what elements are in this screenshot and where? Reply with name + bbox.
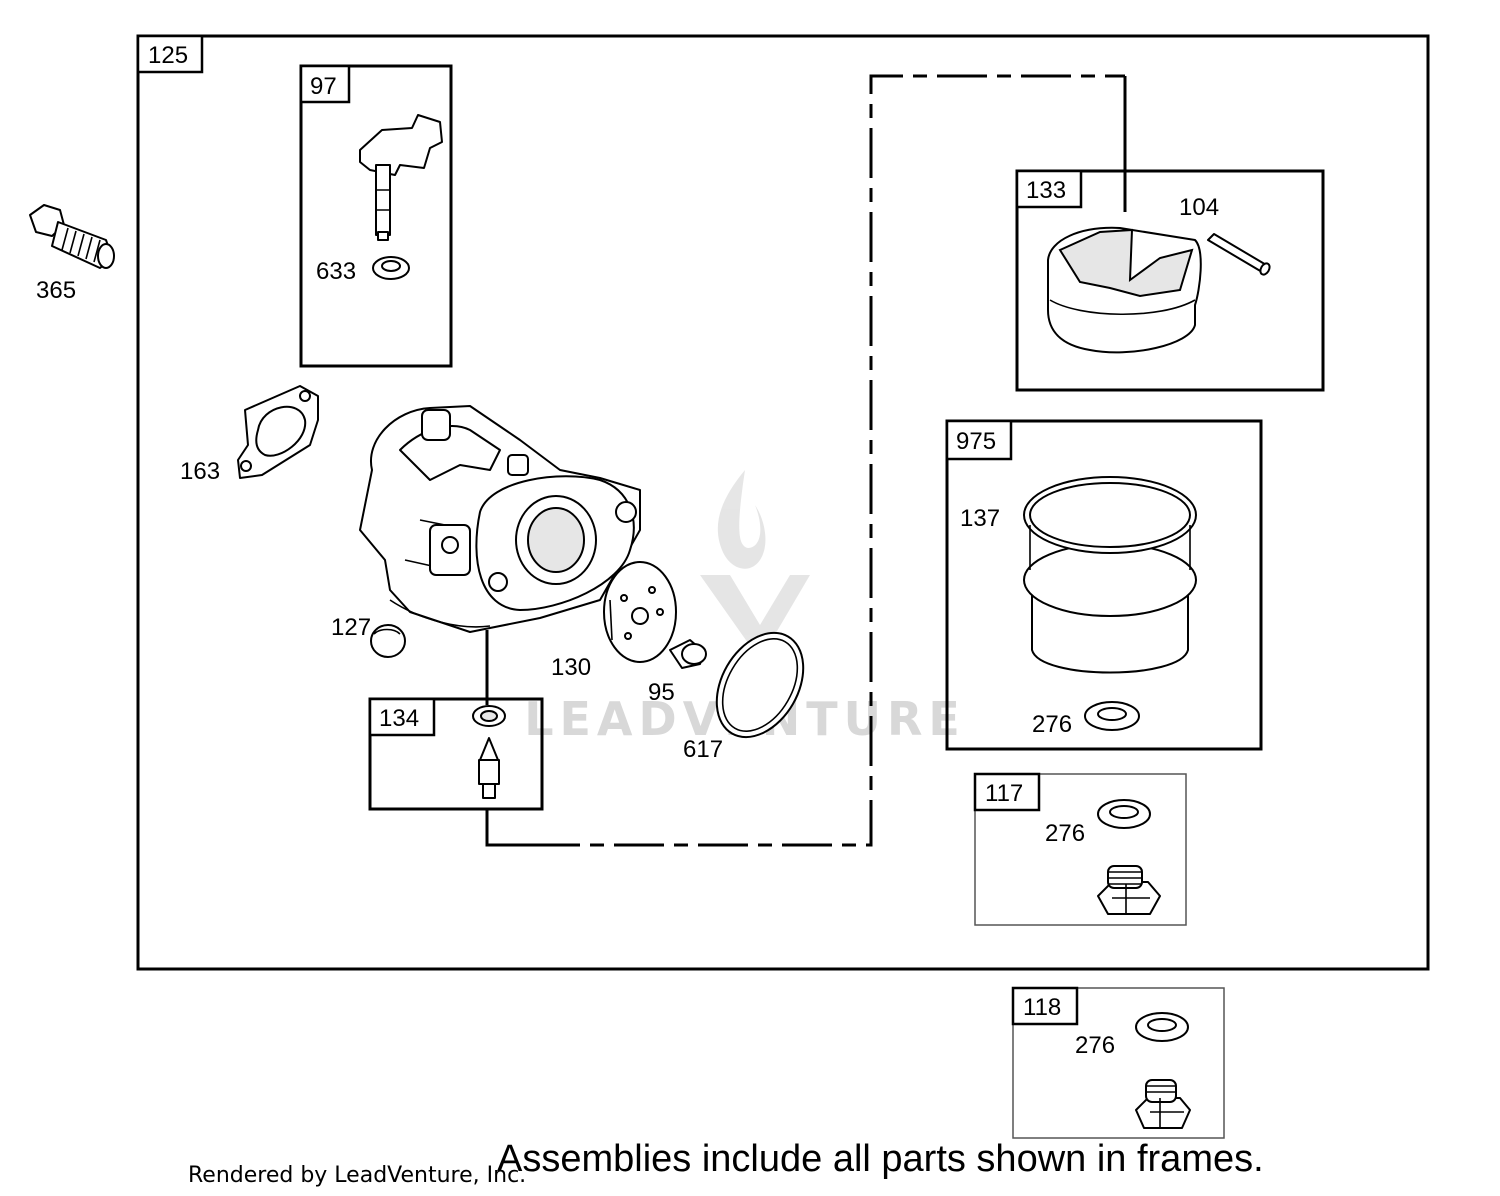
frame-975 (945, 419, 1263, 751)
frame-134-label: 134 (379, 705, 419, 732)
frame-975-label: 975 (956, 428, 996, 455)
label-163: 163 (180, 458, 220, 485)
pin-104 (1207, 233, 1271, 276)
bolt-365 (29, 204, 115, 269)
frame-97-tag (299, 64, 351, 104)
frame-133 (1015, 169, 1325, 392)
assemblies-note: Assemblies include all parts shown in fr… (497, 1138, 1264, 1180)
frame-118-tag (1011, 986, 1079, 1026)
frame-97 (299, 64, 453, 368)
label-130: 130 (551, 654, 591, 681)
frame-125 (136, 34, 1430, 971)
frame-134-tag (368, 697, 436, 737)
frame-975-tag (945, 419, 1013, 461)
label-137: 137 (960, 505, 1000, 532)
label-617: 617 (683, 736, 723, 763)
label-365: 365 (36, 277, 76, 304)
washer-276-117 (1097, 799, 1151, 829)
frame-133-label: 133 (1026, 177, 1066, 204)
frame-118-label: 118 (1023, 994, 1061, 1021)
frame-134 (368, 697, 544, 811)
frame-117-label: 117 (985, 780, 1023, 807)
float-133 (1047, 226, 1202, 354)
watermark-logo (700, 470, 810, 660)
choke-shaft-97 (359, 114, 443, 241)
o-ring-617 (715, 631, 805, 739)
frame-118 (1012, 987, 1225, 1139)
bowl-nut-117 (1097, 865, 1161, 915)
label-276-bowl: 276 (1032, 711, 1072, 738)
jet-plate-130 (603, 561, 677, 663)
label-276-117: 276 (1045, 820, 1085, 847)
plug-127 (370, 624, 406, 658)
carburetor-body (359, 405, 641, 633)
frame-117-tag (973, 772, 1041, 812)
leader-134-bottom (485, 809, 530, 847)
screw-95 (669, 639, 707, 669)
washer-276-118 (1135, 1012, 1189, 1042)
label-127: 127 (331, 614, 371, 641)
needle-valve-134 (472, 705, 506, 799)
connector-dashed (530, 74, 1125, 847)
frame-125-label: 125 (148, 42, 188, 69)
frame-97-label: 97 (310, 73, 337, 100)
washer-633 (372, 256, 410, 280)
gasket-163 (237, 385, 319, 479)
washer-276-bowl (1084, 701, 1140, 731)
credit-text: Rendered by LeadVenture, Inc. (188, 1163, 526, 1188)
frame-125-tag (136, 34, 204, 74)
frame-133-tag (1015, 169, 1083, 209)
float-bowl-975 (1023, 476, 1197, 674)
label-633: 633 (316, 258, 356, 285)
label-276-118: 276 (1075, 1032, 1115, 1059)
frame-117 (974, 773, 1187, 926)
bowl-nut-118 (1135, 1079, 1191, 1129)
label-95: 95 (648, 679, 675, 706)
label-104: 104 (1179, 194, 1219, 221)
